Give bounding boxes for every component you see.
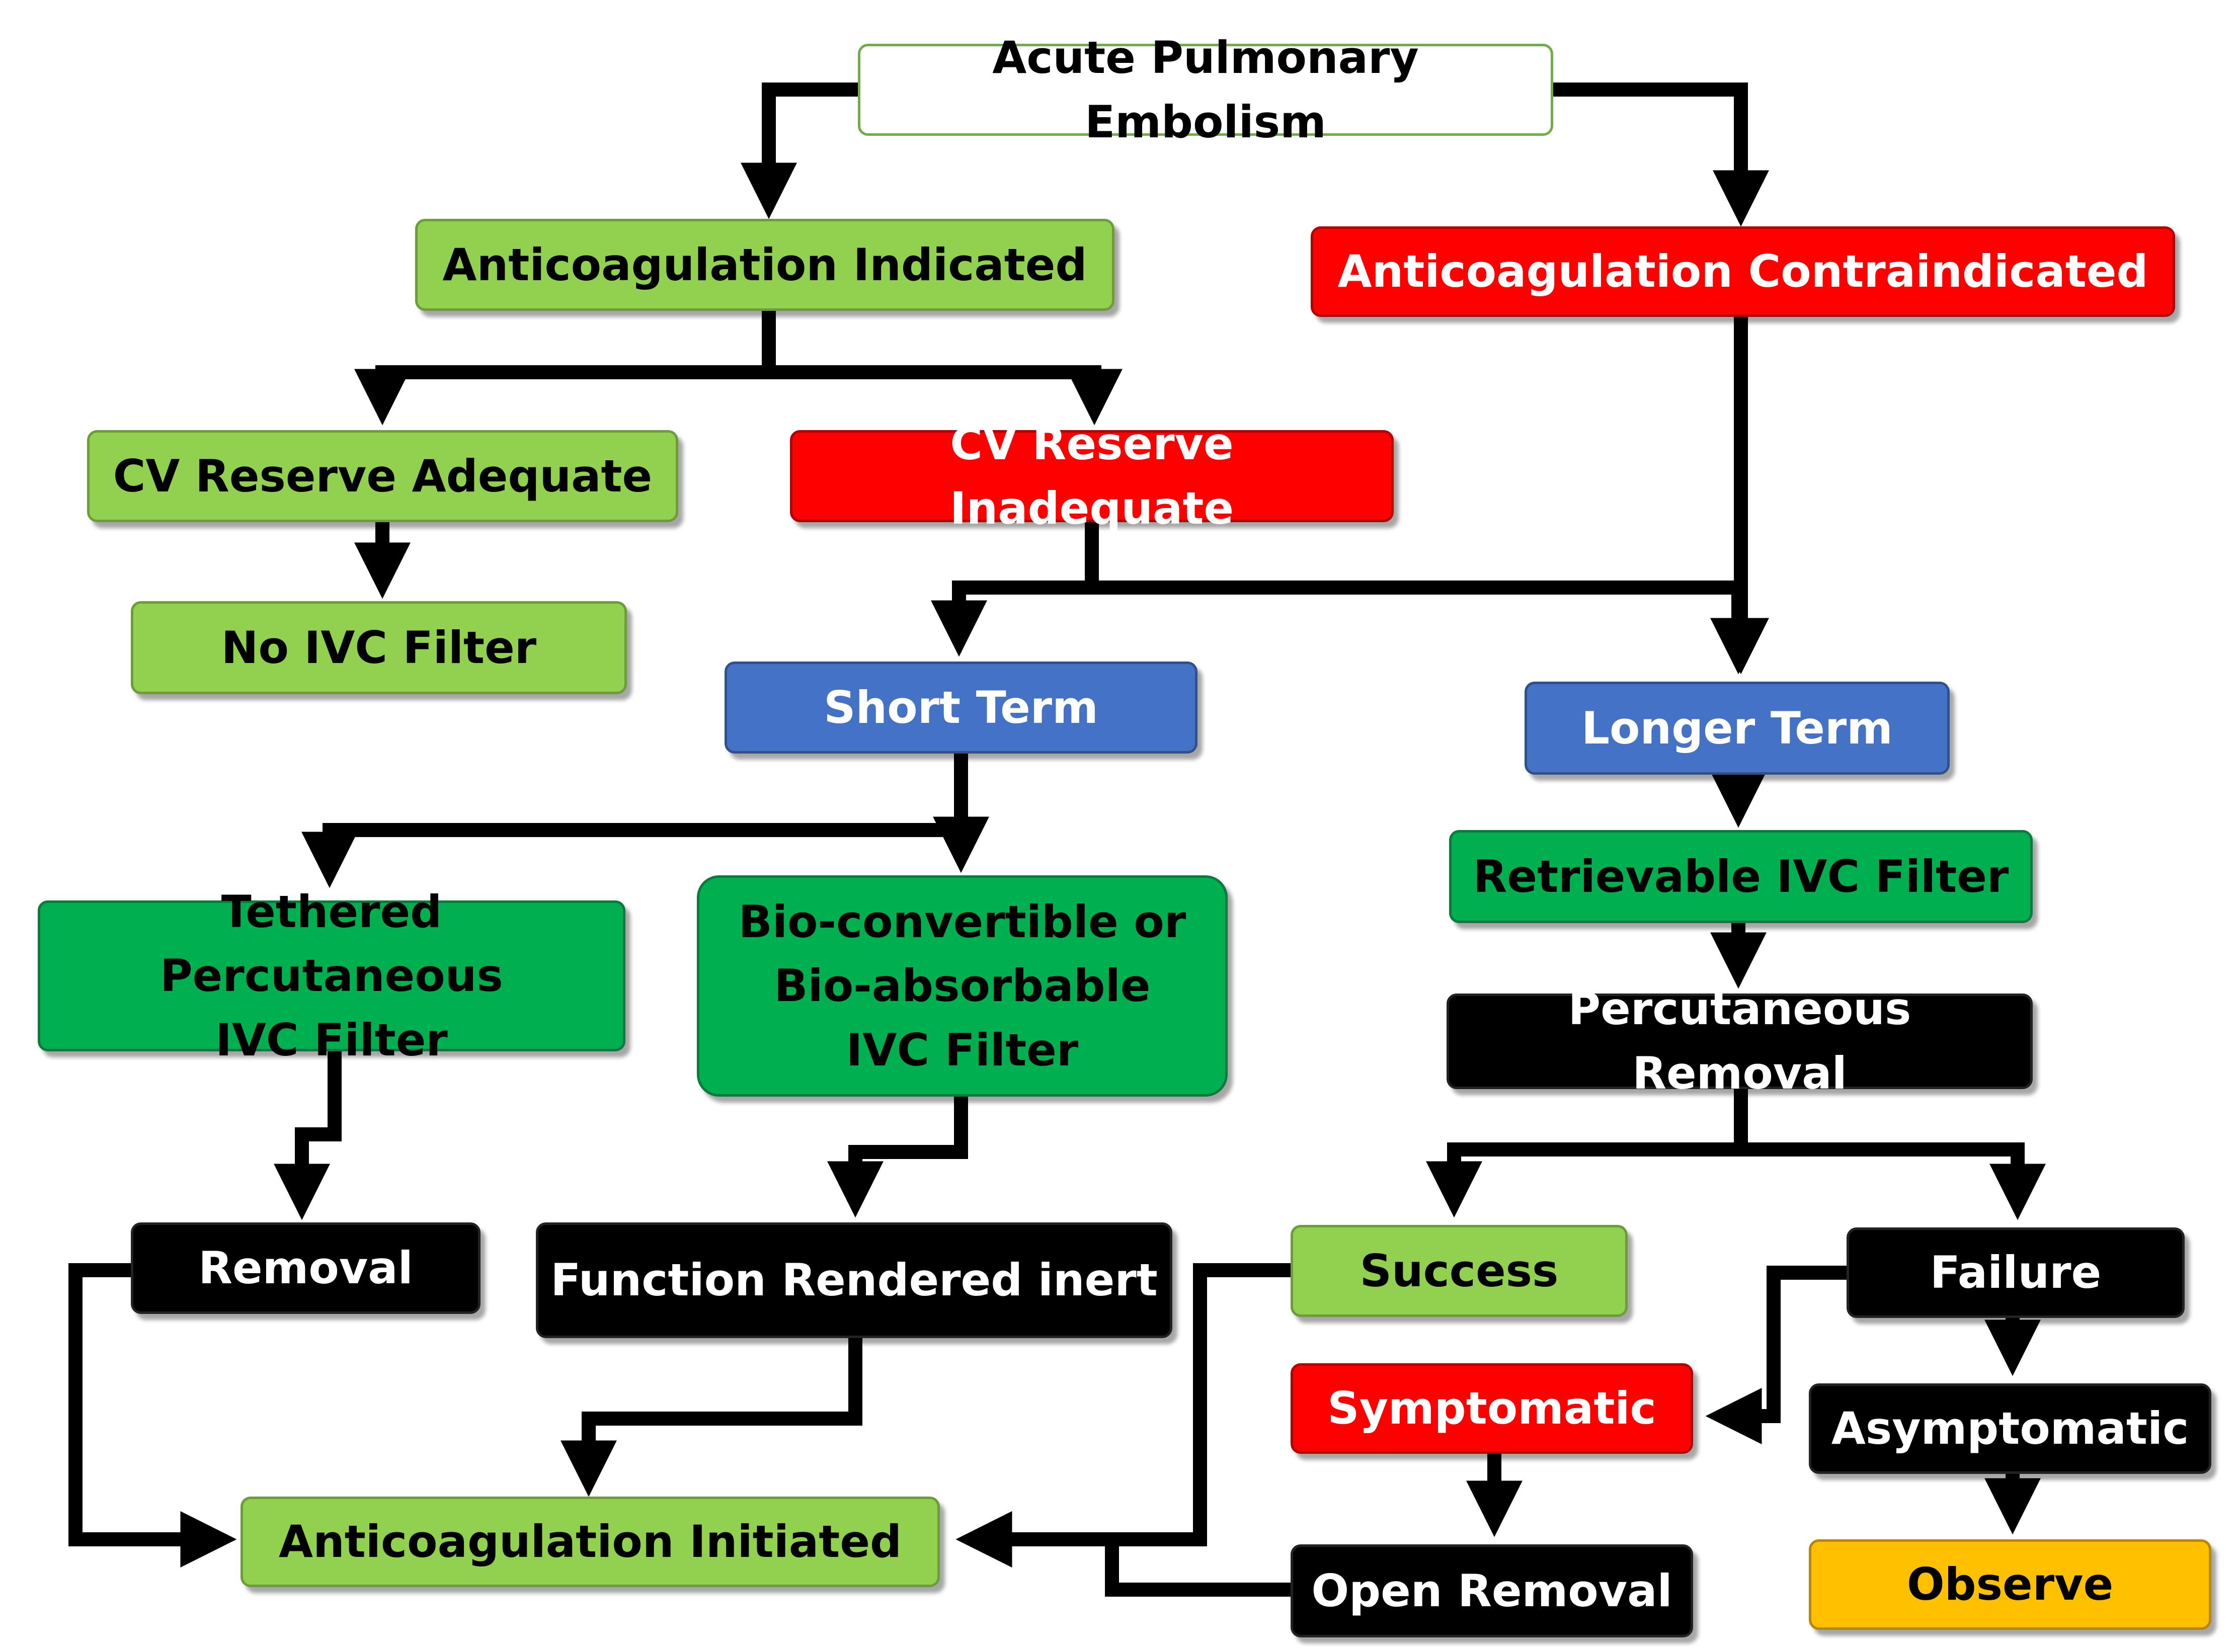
node-percutaneous-removal: Percutaneous Removal bbox=[1447, 983, 2033, 1099]
node-cv-reserve-inadequate: CV Reserve Inadequate bbox=[790, 418, 1394, 534]
connector-pe-to-contraindicated bbox=[1550, 82, 1769, 227]
connector-inadequate-to-longer-term bbox=[1092, 581, 1767, 675]
node-open-removal: Open Removal bbox=[1291, 1544, 1693, 1637]
node-bio-convertible-ivc-filter: Bio-convertible or Bio-absorbable IVC Fi… bbox=[697, 875, 1228, 1097]
connector-percutaneous-to-failure bbox=[1741, 1142, 2046, 1220]
connector-inert-to-initiated bbox=[561, 1338, 862, 1497]
node-anticoagulation-initiated: Anticoagulation Initiated bbox=[241, 1497, 940, 1587]
connector-indicated-to-inadequate bbox=[769, 365, 1123, 426]
connector-bio-to-inert bbox=[827, 1097, 968, 1218]
node-anticoagulation-contraindicated: Anticoagulation Contraindicated bbox=[1311, 226, 2175, 317]
connector-tethered-to-removal bbox=[274, 1051, 342, 1220]
node-asymptomatic: Asymptomatic bbox=[1809, 1383, 2211, 1474]
node-failure: Failure bbox=[1847, 1227, 2185, 1318]
node-observe: Observe bbox=[1809, 1539, 2211, 1630]
node-longer-term: Longer Term bbox=[1525, 682, 1950, 775]
connector-percutaneous-to-success bbox=[1426, 1089, 1748, 1218]
connector-inadequate-to-short-term bbox=[931, 522, 1099, 657]
node-acute-pulmonary-embolism: Acute Pulmonary Embolism bbox=[858, 32, 1553, 148]
node-short-term: Short Term bbox=[725, 662, 1197, 754]
node-tethered-percutaneous-ivc-filter: Tethered Percutaneous IVC Filter bbox=[38, 886, 625, 1066]
node-function-rendered-inert: Function Rendered inert bbox=[536, 1222, 1172, 1338]
node-cv-reserve-adequate: CV Reserve Adequate bbox=[87, 430, 678, 522]
connector-open-removal-to-initiated bbox=[955, 1511, 1291, 1597]
node-removal: Removal bbox=[131, 1222, 481, 1314]
node-symptomatic: Symptomatic bbox=[1291, 1363, 1693, 1454]
node-anticoagulation-indicated: Anticoagulation Indicated bbox=[415, 219, 1114, 311]
connector-short-term-to-tethered bbox=[301, 752, 968, 888]
node-retrievable-ivc-filter: Retrievable IVC Filter bbox=[1449, 830, 2033, 923]
connector-indicated-to-adequate bbox=[354, 309, 776, 426]
node-success: Success bbox=[1291, 1225, 1628, 1317]
connector-pe-to-indicated bbox=[741, 82, 858, 219]
connector-failure-to-symptomatic bbox=[1705, 1266, 1847, 1444]
node-no-ivc-filter: No IVC Filter bbox=[131, 601, 627, 694]
connector-removal-to-initiated bbox=[68, 1263, 237, 1567]
